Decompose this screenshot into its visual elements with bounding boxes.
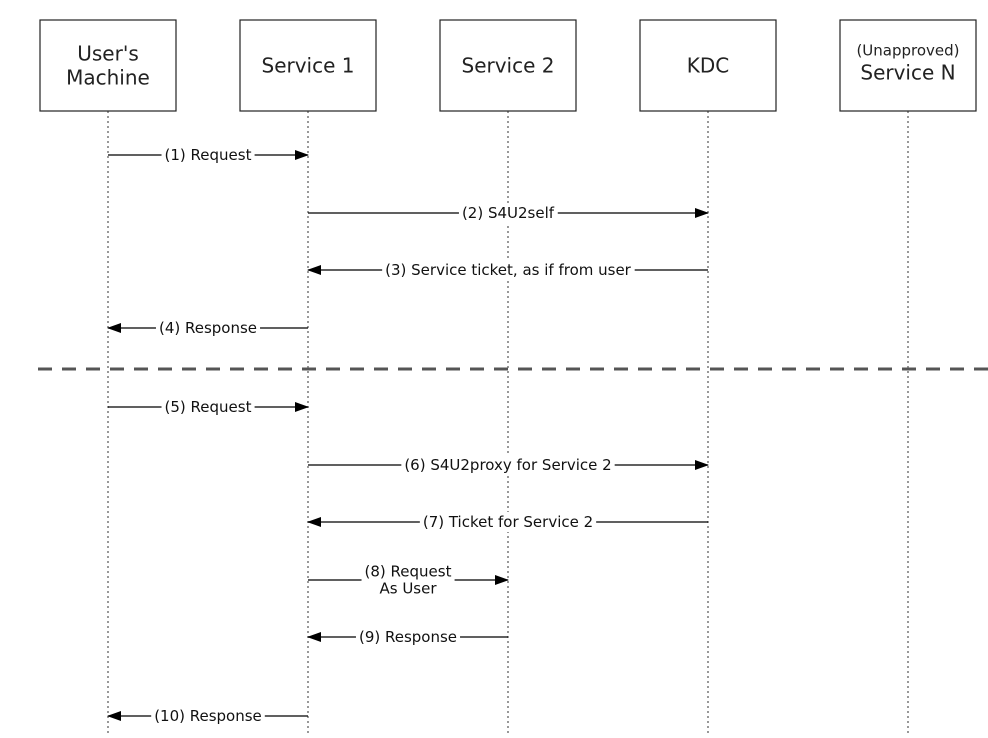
message-label: (6) S4U2proxy for Service 2: [404, 456, 611, 474]
participant-label: Service 2: [462, 54, 555, 78]
message-6: (6) S4U2proxy for Service 2: [308, 455, 709, 475]
message-label-background: [155, 318, 261, 338]
participant-service2: Service 2: [439, 19, 577, 112]
message-label-background: [355, 627, 461, 647]
message-4: (4) Response: [107, 318, 308, 338]
message-label-background: [151, 706, 265, 726]
message-label: (5) Request: [165, 398, 252, 416]
message-label: (9) Response: [359, 628, 457, 646]
message-10: (10) Response: [107, 706, 308, 726]
participant-sublabel: (Unapproved): [856, 42, 959, 60]
message-label: (1) Request: [165, 146, 252, 164]
message-label: (10) Response: [154, 707, 262, 725]
participant-service1: Service 1: [239, 19, 377, 112]
participant-serviceN: (Unapproved)Service N: [839, 19, 977, 112]
participant-box: [439, 19, 577, 112]
participant-box: [639, 19, 777, 112]
message-label: (2) S4U2self: [462, 204, 555, 222]
message-label-background: [382, 260, 635, 280]
participant-box: [839, 19, 977, 112]
message-label-background: [458, 203, 558, 223]
message-2: (2) S4U2self: [308, 203, 709, 223]
message-label-background: [161, 145, 255, 165]
participant-box: [39, 19, 177, 112]
message-label-background: [361, 561, 455, 599]
participant-label: User's: [77, 42, 139, 66]
message-5: (5) Request: [108, 397, 309, 417]
message-label: (7) Ticket for Service 2: [423, 513, 593, 531]
participant-label: Machine: [66, 66, 150, 90]
message-7: (7) Ticket for Service 2: [307, 512, 708, 532]
participant-kdc: KDC: [639, 19, 777, 112]
message-label: (4) Response: [159, 319, 257, 337]
message-label: As User: [379, 580, 437, 598]
participant-box: [239, 19, 377, 112]
message-label-background: [161, 397, 255, 417]
message-label-background: [419, 512, 597, 532]
message-3: (3) Service ticket, as if from user: [307, 260, 708, 280]
participant-label: Service N: [860, 61, 955, 85]
participant-label: Service 1: [262, 54, 355, 78]
message-1: (1) Request: [108, 145, 309, 165]
message-label-background: [401, 455, 615, 475]
message-label: (3) Service ticket, as if from user: [385, 261, 632, 279]
message-9: (9) Response: [307, 627, 508, 647]
participant-label: KDC: [687, 54, 729, 78]
message-label: (8) Request: [365, 563, 452, 581]
